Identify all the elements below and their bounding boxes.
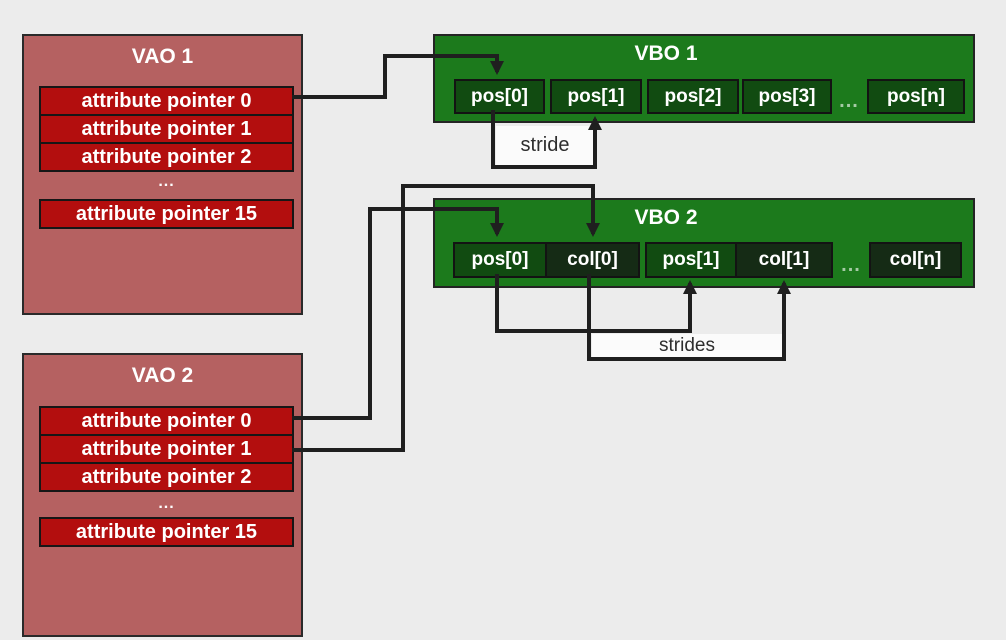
vbo2-cell-coln: col[n] — [869, 242, 962, 278]
vbo1-box: VBO 1 pos[0] pos[1] pos[2] pos[3] ... po… — [433, 34, 975, 123]
vao1-attribute-pointer-0: attribute pointer 0 — [39, 86, 294, 116]
vbo1-cell-pos0: pos[0] — [454, 79, 545, 114]
vbo1-cell-pos1: pos[1] — [550, 79, 642, 114]
vao2-attribute-pointer-15: attribute pointer 15 — [39, 517, 294, 547]
vbo1-cell-posn: pos[n] — [867, 79, 965, 114]
vbo2-cell-pos0: pos[0] — [453, 242, 547, 278]
vbo2-cell-col1: col[1] — [735, 242, 833, 278]
vbo2-title: VBO 2 — [634, 206, 698, 229]
vbo1-cell-pos3: pos[3] — [742, 79, 832, 114]
vao2-ellipsis: ... — [158, 495, 175, 512]
vao1-attribute-pointer-1: attribute pointer 1 — [39, 114, 294, 144]
vao2-box: VAO 2 attribute pointer 0 attribute poin… — [22, 353, 303, 637]
vao1-attribute-pointer-2: attribute pointer 2 — [39, 142, 294, 172]
vbo2-ellipsis: ... — [841, 254, 861, 276]
vao1-rows: attribute pointer 0 attribute pointer 1 … — [39, 86, 294, 172]
vbo2-cell-pos1: pos[1] — [645, 242, 737, 278]
vbo2-box: VBO 2 pos[0] col[0] pos[1] col[1] ... co… — [433, 198, 975, 288]
vbo1-ellipsis: ... — [839, 90, 859, 112]
vbo1-title: VBO 1 — [634, 42, 698, 65]
vbo2-cell-col0: col[0] — [545, 242, 640, 278]
strides-label: strides — [592, 334, 782, 357]
vao1-title: VAO 1 — [131, 45, 194, 68]
vao1-ellipsis: ... — [158, 173, 175, 190]
vao1-attribute-pointer-15: attribute pointer 15 — [39, 199, 294, 229]
vao2-attribute-pointer-0: attribute pointer 0 — [39, 406, 294, 436]
vao2-attribute-pointer-2: attribute pointer 2 — [39, 462, 294, 492]
vao2-rows: attribute pointer 0 attribute pointer 1 … — [39, 406, 294, 492]
vao2-title: VAO 2 — [131, 364, 194, 387]
vbo1-cell-pos2: pos[2] — [647, 79, 739, 114]
vao2-attribute-pointer-1: attribute pointer 1 — [39, 434, 294, 464]
vao1-box: VAO 1 attribute pointer 0 attribute poin… — [22, 34, 303, 315]
stride-label: stride — [496, 126, 594, 165]
